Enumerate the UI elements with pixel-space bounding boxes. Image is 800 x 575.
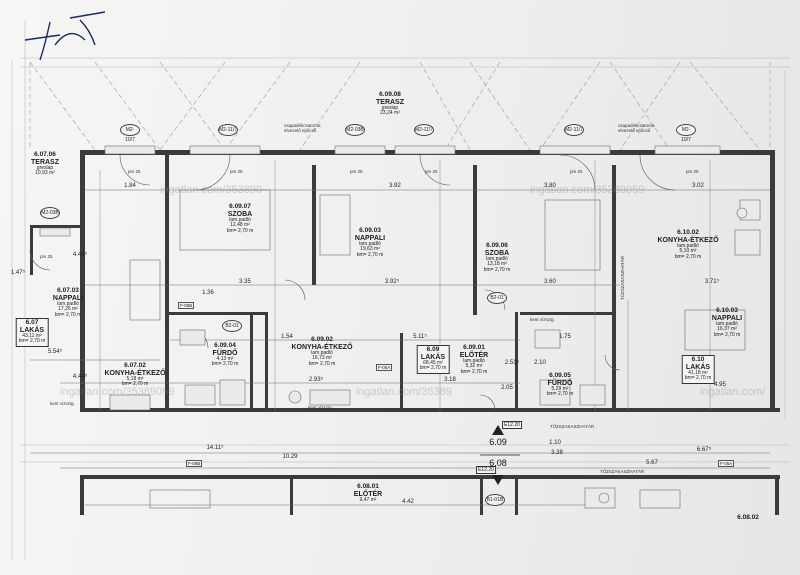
door-label: F-05A: [718, 460, 735, 467]
fire-boundary-note: TŰZSZAKASZHATÁR: [620, 255, 625, 300]
dimension: 2.93⁵: [308, 377, 324, 383]
apartment-6-10: 6.10 LAKÁS 41,18 m² bm= 2,70 m: [681, 355, 715, 384]
sill-label: pm 25: [686, 169, 699, 174]
dimension: 3.35: [239, 279, 251, 285]
door-tag: B2-01: [487, 292, 507, 304]
walls: [30, 150, 780, 515]
room-6-09-07: 6.09.07 SZOBA lam.padló 12,48 m² bm= 2,7…: [226, 203, 254, 234]
dimension: 3.02: [692, 183, 704, 189]
door-label: F-05B: [186, 460, 203, 467]
level-note: kent vízszig.: [50, 401, 75, 406]
terrace-outline: [29, 61, 771, 151]
windows: [39, 145, 721, 237]
dimension: 2.10: [534, 360, 546, 366]
dimension: 2.51⁵: [504, 360, 520, 366]
watermark: ingatlan.com/: [700, 386, 766, 398]
apartment-6-07: 6.07 LAKÁS 43,11 m² bm= 2,70 m: [15, 318, 49, 347]
dimension: 4.44⁵: [72, 252, 88, 258]
door-label: F-05A: [376, 364, 393, 371]
dimension: 3.38: [551, 450, 563, 456]
level-note: kent vízszig.: [308, 405, 333, 410]
sill-label: pm 25: [425, 169, 438, 174]
elevation-mark: E12.20: [502, 421, 522, 429]
room-6-08-01: 6.08.01 ELŐTÉR 9,47 m²: [353, 483, 383, 504]
dimension: 3.18: [444, 377, 456, 383]
window-tag: M2-11/7: [564, 124, 584, 136]
window-tag: M2-10/7: [120, 124, 140, 143]
stair-level-lower: 6.08: [489, 458, 507, 468]
door-swings: [29, 154, 676, 411]
door-tag: B2-01: [222, 320, 242, 332]
dimension: 2.05: [501, 385, 513, 391]
window-tag: M2-10/7: [676, 124, 696, 143]
stair-level-upper: 6.09: [489, 437, 507, 447]
dimension: 1.36: [202, 290, 214, 296]
dimension: 1.10: [549, 440, 561, 446]
dimension: 4.42: [402, 499, 414, 505]
stair-marker: [480, 425, 520, 485]
dimension: 1.84: [124, 183, 136, 189]
dimension: 3.71⁵: [704, 279, 720, 285]
room-6-09-04: 6.09.04 FÜRDŐ 4,13 m² bm= 2,70 m: [211, 342, 239, 368]
watermark: ingatlan.com/35389059: [530, 184, 645, 196]
dimension: 5.54⁵: [47, 349, 63, 355]
room-6-09-05: 6.09.05 FÜRDŐ 5,29 m² bm= 2,70 m: [546, 372, 574, 398]
room-6-07-03: 6.07.03 NAPPALI lam.padló 17,26 m² bm= 2…: [52, 287, 84, 318]
sill-label: pm 25: [40, 254, 53, 259]
room-6-10-03: 6.10.03 NAPPALI lam.padló 16,37 m² bm= 2…: [711, 307, 743, 338]
dimension: 4.95: [714, 382, 726, 388]
drain-note: csapadékcsatorna elvezető ejtőcső: [284, 123, 321, 133]
structural-grid: [11, 20, 790, 560]
dimension: 1.75: [559, 334, 571, 340]
dimension: 4.44⁵: [72, 374, 88, 380]
room-6-10-02: 6.10.02 KONYHA-ÉTKEZŐ lam.padló 5,10 m² …: [657, 229, 719, 260]
door-label: F-05B: [178, 302, 195, 309]
dimension: 1.47⁵: [10, 270, 26, 276]
room-6-09-06: 6.09.06 SZOBA lam.padló 13,18 m² bm= 2,7…: [483, 242, 511, 273]
elevation-mark: E12.20: [476, 466, 496, 474]
dimension: 10.29: [282, 454, 298, 460]
dimension: 3.80: [544, 183, 556, 189]
room-6-09-03: 6.09.03 NAPPALI lam.padló 19,63 m² bm= 2…: [354, 227, 386, 258]
dimension: 3.60: [544, 279, 556, 285]
sill-label: pm 25: [570, 169, 583, 174]
fire-boundary-note: TŰZSZAKASZHATÁR: [600, 469, 645, 474]
fire-boundary-note: TŰZSZAKASZHATÁR: [550, 424, 595, 429]
watermark: ingatlan.com/35389: [356, 386, 453, 398]
dimension: 5.11⁵: [413, 334, 427, 340]
dimension: 3.92⁵: [384, 279, 400, 285]
dimension-lines: [30, 160, 770, 506]
room-6-09-08: 6.09.08 TERASZ greslap 23,24 m²: [376, 91, 404, 117]
watermark: ingatlan.com/353890: [160, 184, 263, 196]
window-tag: M2-11/7: [218, 124, 238, 136]
dimension: 1.54: [281, 334, 293, 340]
neighbor-room: 6.08.02: [737, 514, 759, 521]
fixtures: [109, 189, 761, 509]
room-6-09-01: 6.09.01 ELŐTÉR lam.padló 5,32 m² bm= 2,7…: [459, 344, 489, 375]
dimension: 14.11⁵: [206, 445, 224, 451]
level-note: kent vízszig.: [530, 317, 555, 322]
window-tag: M2-03B: [345, 124, 365, 136]
watermark: ingatlan.com/35389059: [60, 386, 175, 398]
window-tag: M2-03B: [40, 207, 60, 219]
signature: [24, 11, 106, 61]
sill-label: pm 25: [350, 169, 363, 174]
room-6-07-02: 6.07.02 KONYHA-ÉTKEZŐ 5,18 m² bm= 2,70 m: [104, 362, 166, 388]
dimension: 5.67: [646, 460, 658, 466]
sill-label: pm 25: [230, 169, 243, 174]
room-6-09-02: 6.09.02 KONYHA-ÉTKEZŐ lam.padló 16,73 m²…: [291, 336, 353, 367]
dimension: 6.67⁵: [696, 447, 712, 453]
door-tag: B1-01B: [485, 494, 505, 506]
drain-note: csapadékcsatorna elvezető ejtőcső: [618, 123, 655, 133]
dimension: 3.92: [389, 183, 401, 189]
window-tag: M2-11/7: [414, 124, 434, 136]
sill-label: pm 25: [128, 169, 141, 174]
apartment-6-09: 6.09 LAKÁS 68,45 m² bm= 2,70 m: [416, 345, 450, 374]
room-6-07-06: 6.07.06 TERASZ greslap 10,93 m²: [31, 151, 59, 177]
